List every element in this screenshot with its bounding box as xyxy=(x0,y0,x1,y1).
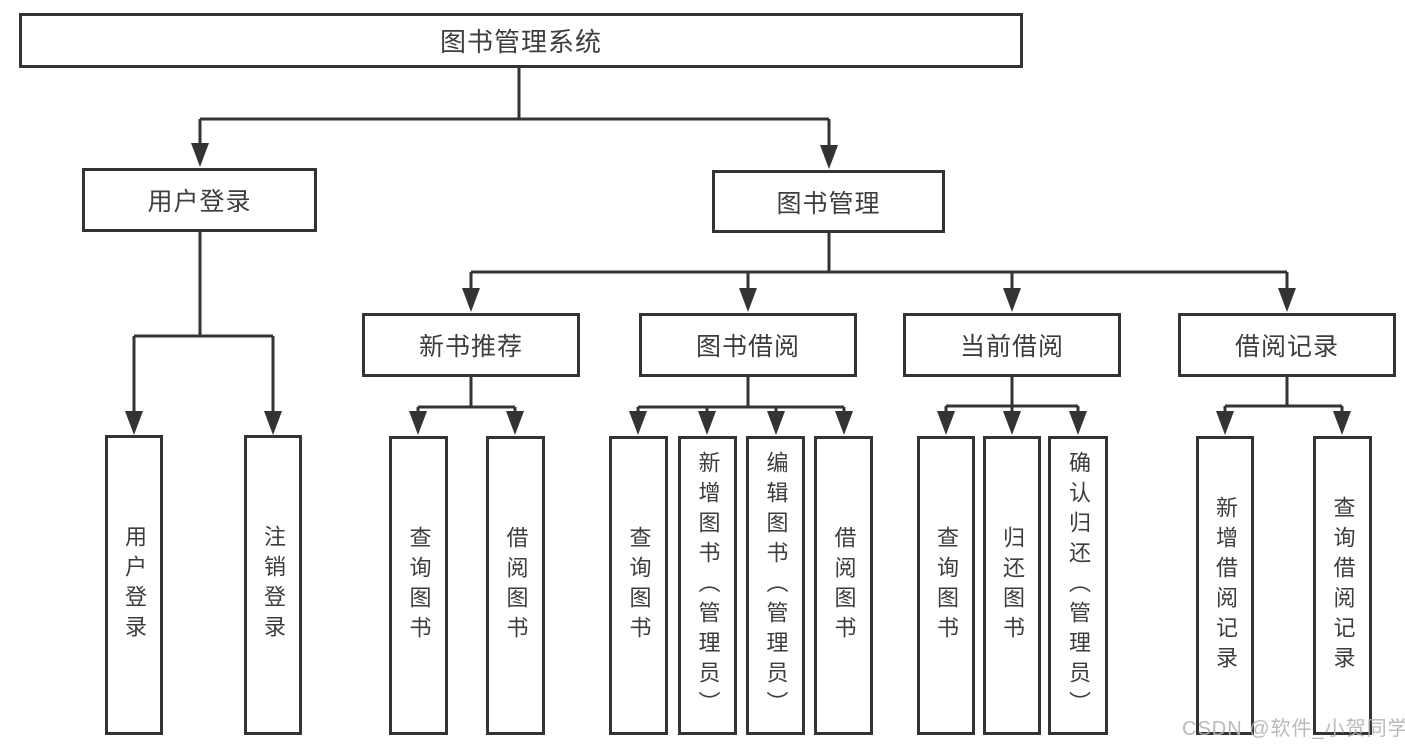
leaf-return-books: 归还图书 xyxy=(983,436,1041,735)
node-current-borrowing: 当前借阅 xyxy=(903,313,1121,377)
leaf-confirm-return-admin-label: 确认归还（管理员） xyxy=(1066,450,1091,721)
leaf-user-login: 用户登录 xyxy=(105,435,163,735)
arrowhead xyxy=(506,411,524,435)
connector-user-login xyxy=(132,230,275,421)
arrowhead xyxy=(698,411,716,435)
arrowhead xyxy=(191,143,209,167)
watermark: CSDN @软件_小贺同学 xyxy=(1182,718,1405,740)
leaf-query-borrow-record-label: 查询借阅记录 xyxy=(1330,495,1356,676)
leaf-confirm-return-admin: 确认归还（管理员） xyxy=(1048,436,1108,735)
node-borrowing-records: 借阅记录 xyxy=(1178,313,1396,377)
arrowhead xyxy=(264,411,282,435)
arrowhead xyxy=(1278,288,1296,312)
arrowhead xyxy=(409,411,427,435)
connector-borrowing-records xyxy=(1223,375,1344,421)
arrowhead xyxy=(462,288,480,312)
arrowhead xyxy=(767,411,785,435)
connector-book-borrowing xyxy=(636,375,846,421)
leaf-query-books-borrowing-label: 查询图书 xyxy=(626,525,652,646)
arrowhead xyxy=(125,411,143,435)
leaf-borrow-books-borrowing: 借阅图书 xyxy=(814,436,873,735)
node-new-book-recommendation: 新书推荐 xyxy=(362,313,580,377)
connector-root xyxy=(198,66,831,154)
arrowhead xyxy=(1003,411,1021,435)
arrowhead xyxy=(1069,411,1087,435)
leaf-query-borrow-record: 查询借阅记录 xyxy=(1313,436,1372,735)
arrowhead xyxy=(1333,411,1351,435)
node-book-management: 图书管理 xyxy=(712,170,945,233)
arrowhead xyxy=(1003,288,1021,312)
leaf-query-books-recommend: 查询图书 xyxy=(389,436,448,735)
node-user-login: 用户登录 xyxy=(82,168,317,232)
arrowhead xyxy=(629,411,647,435)
connector-book-management xyxy=(469,231,1289,298)
leaf-edit-books-admin-label: 编辑图书（管理员） xyxy=(763,450,789,721)
leaf-add-borrow-record-label: 新增借阅记录 xyxy=(1213,495,1238,676)
node-book-borrowing: 图书借阅 xyxy=(639,313,857,377)
leaf-query-books-current: 查询图书 xyxy=(917,436,975,735)
node-library-management-system: 图书管理系统 xyxy=(19,13,1023,68)
leaf-user-login-label: 用户登录 xyxy=(122,525,147,645)
leaf-query-books-recommend-label: 查询图书 xyxy=(406,525,432,646)
leaf-logout-label: 注销登录 xyxy=(261,525,286,645)
leaf-add-borrow-record: 新增借阅记录 xyxy=(1196,436,1254,735)
leaf-borrow-books-recommend-label: 借阅图书 xyxy=(503,525,529,646)
leaf-logout: 注销登录 xyxy=(244,435,302,735)
leaf-query-books-current-label: 查询图书 xyxy=(934,525,959,646)
arrowhead xyxy=(820,145,838,169)
connector-new-book-recommendation xyxy=(416,375,517,421)
leaf-edit-books-admin: 编辑图书（管理员） xyxy=(746,436,805,735)
leaf-borrow-books-recommend: 借阅图书 xyxy=(486,436,545,735)
arrowhead xyxy=(937,411,955,435)
arrowheads xyxy=(125,143,1351,435)
arrowhead xyxy=(835,411,853,435)
leaf-add-books-admin: 新增图书（管理员） xyxy=(678,436,737,735)
arrowhead xyxy=(739,288,757,312)
leaf-return-books-label: 归还图书 xyxy=(1000,525,1025,646)
leaf-borrow-books-borrowing-label: 借阅图书 xyxy=(831,525,857,646)
leaf-add-books-admin-label: 新增图书（管理员） xyxy=(695,450,721,721)
arrowhead xyxy=(1216,411,1234,435)
leaf-query-books-borrowing: 查询图书 xyxy=(609,436,668,735)
